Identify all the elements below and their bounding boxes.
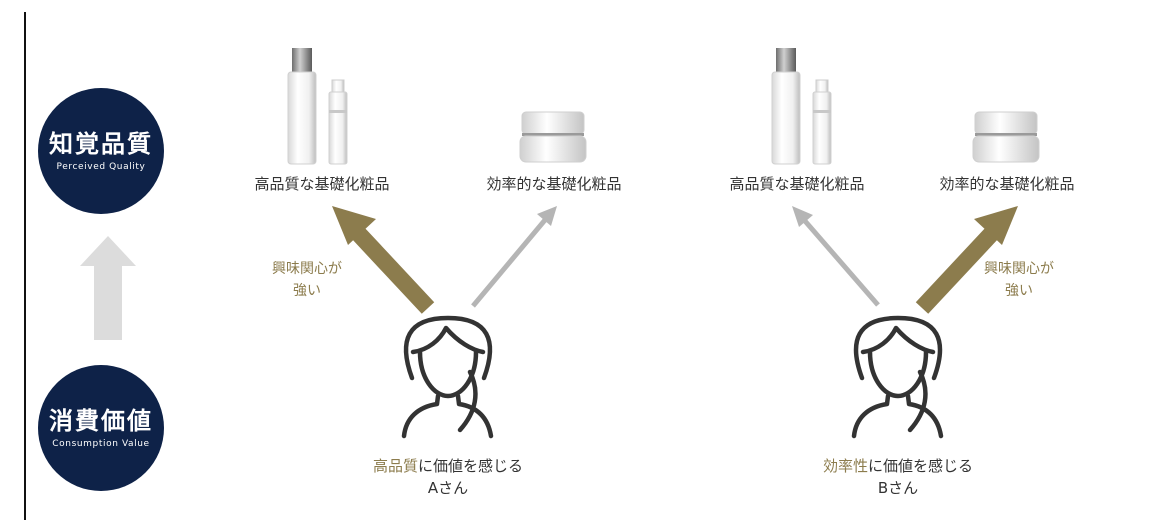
bottles-icon-a xyxy=(287,48,348,165)
caption-rest-b: に価値を感じる xyxy=(868,457,974,475)
interest-label-a: 興味関心が 強い xyxy=(262,258,352,302)
caption-highlight-b: 効率性 xyxy=(822,457,868,475)
consumption-value-en-label: Consumption Value xyxy=(52,439,150,449)
perceived-quality-circle: 知覚品質 Perceived Quality xyxy=(38,88,164,214)
perceived-quality-en-label: Perceived Quality xyxy=(56,162,146,172)
caption-a: 高品質に価値を感じる Aさん xyxy=(328,455,568,499)
product-label-efficient-a: 効率的な基礎化粧品 xyxy=(486,175,622,193)
caption-person-a: Aさん xyxy=(427,479,469,497)
consumption-value-circle: 消費価値 Consumption Value xyxy=(38,365,164,491)
left-divider-line xyxy=(24,12,26,520)
interest-line1-a: 興味関心が xyxy=(272,261,342,277)
up-arrow-icon xyxy=(80,236,136,340)
caption-person-b: Bさん xyxy=(877,479,919,497)
person-icon-a xyxy=(401,315,494,439)
interest-line2-b: 強い xyxy=(1005,283,1033,299)
caption-line-b: 効率性に価値を感じる xyxy=(778,455,1018,477)
caption-line-a: 高品質に価値を感じる xyxy=(328,455,568,477)
bottles-icon-b xyxy=(771,48,832,165)
strong-arrow-b xyxy=(915,206,1018,314)
interest-label-b: 興味関心が 強い xyxy=(974,258,1064,302)
jar-icon-b xyxy=(972,111,1040,163)
consumption-value-jp-label: 消費価値 xyxy=(49,407,153,435)
perceived-quality-jp-label: 知覚品質 xyxy=(49,130,153,158)
caption-rest-a: に価値を感じる xyxy=(418,457,524,475)
weak-arrow-b xyxy=(792,206,880,307)
product-label-high-quality-a: 高品質な基礎化粧品 xyxy=(254,175,390,193)
product-label-efficient-b: 効率的な基礎化粧品 xyxy=(939,175,1075,193)
caption-highlight-a: 高品質 xyxy=(372,457,418,475)
caption-b: 効率性に価値を感じる Bさん xyxy=(778,455,1018,499)
strong-arrow-a xyxy=(332,206,435,314)
weak-arrow-a xyxy=(471,206,557,308)
jar-icon-a xyxy=(519,111,587,163)
interest-line2-a: 強い xyxy=(293,283,321,299)
person-icon-b xyxy=(851,315,944,439)
interest-line1-b: 興味関心が xyxy=(984,261,1054,277)
product-label-high-quality-b: 高品質な基礎化粧品 xyxy=(729,175,865,193)
